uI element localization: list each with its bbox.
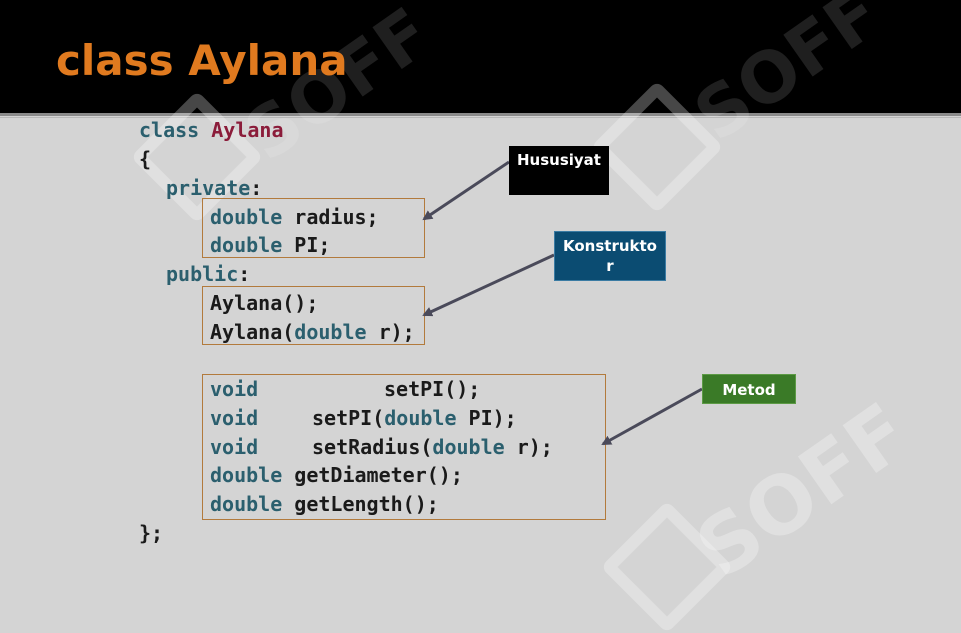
methods-box: [202, 374, 606, 520]
code-line-ctor2: Aylana(double r);: [210, 318, 415, 347]
method-name: getLength();: [294, 492, 439, 516]
code-line-m1-type: void: [210, 375, 258, 404]
arrow-konstruktor: [422, 253, 555, 317]
class-name: Aylana: [211, 118, 284, 142]
type: double: [294, 320, 367, 344]
field-name: PI;: [294, 233, 331, 257]
fields-box: [202, 198, 425, 258]
title-bar: [0, 0, 961, 113]
arrow-metod: [601, 387, 703, 446]
method-args: r);: [504, 435, 553, 459]
type: double: [210, 463, 283, 487]
code-line-close: };: [139, 521, 164, 545]
code-line-m2-name: setPI(double PI);: [312, 404, 517, 433]
keyword: public: [166, 262, 239, 286]
code-line-ctor1: Aylana();: [210, 291, 319, 315]
code-line-m3-name: setRadius(double r);: [312, 433, 553, 462]
code-line-m5: double getLength();: [210, 490, 439, 519]
callout-hususiyat: Hususiyat: [509, 146, 609, 195]
divider: [0, 113, 961, 116]
code-line-m4: double getDiameter();: [210, 461, 463, 490]
arrow-hususiyat: [422, 160, 510, 221]
ctor-name: Aylana(: [210, 320, 295, 344]
ctor-args: r);: [366, 320, 415, 344]
page-title: class Aylana: [56, 36, 348, 85]
keyword: private: [166, 176, 251, 200]
type: double: [210, 233, 283, 257]
callout-metod: Metod: [702, 374, 796, 404]
code-line-pi: double PI;: [210, 231, 330, 260]
type: void: [210, 377, 259, 401]
type: void: [210, 435, 259, 459]
colon: :: [238, 262, 251, 286]
type: void: [210, 406, 259, 430]
method-args: PI);: [456, 406, 517, 430]
divider-thin: [0, 117, 961, 118]
callout-label: Hususiyat: [517, 151, 601, 169]
code-line-m1-name: setPI();: [384, 377, 481, 401]
field-name: radius;: [294, 205, 379, 229]
callout-label: Konstruktor: [563, 237, 657, 275]
keyword: class: [139, 118, 200, 142]
type: double: [210, 205, 283, 229]
method-name: setRadius(: [312, 435, 433, 459]
colon: :: [250, 176, 263, 200]
code-line-radius: double radius;: [210, 203, 379, 232]
code-line-brace: {: [139, 147, 152, 171]
callout-label: Metod: [722, 381, 776, 399]
callout-konstruktor: Konstruktor: [554, 231, 666, 281]
method-name: setPI(: [312, 406, 385, 430]
type: double: [432, 435, 505, 459]
code-line-class: class Aylana: [139, 116, 284, 145]
method-name: getDiameter();: [294, 463, 463, 487]
type: double: [210, 492, 283, 516]
type: double: [384, 406, 457, 430]
code-line-m3-type: void: [210, 433, 258, 462]
code-line-public: public:: [166, 260, 250, 289]
code-line-m2-type: void: [210, 404, 258, 433]
code-line-private: private:: [166, 174, 262, 203]
